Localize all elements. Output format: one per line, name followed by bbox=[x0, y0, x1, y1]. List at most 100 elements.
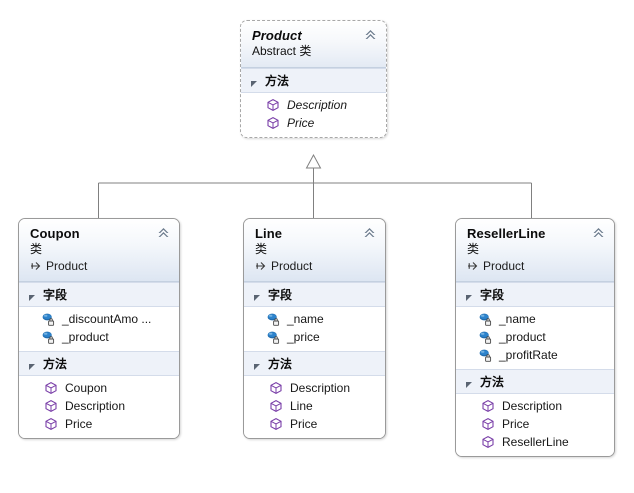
compartment-title-methods: 方法 bbox=[268, 357, 293, 371]
method-list-line: Description Line Price bbox=[244, 376, 385, 438]
method-list-coupon: Coupon Description Price bbox=[19, 376, 179, 438]
expand-triangle-icon[interactable] bbox=[28, 359, 37, 370]
compartment-header-fields-line[interactable]: 字段 bbox=[244, 282, 385, 307]
method-name: Price bbox=[287, 116, 315, 130]
compartment-title-methods: 方法 bbox=[480, 375, 505, 389]
collapse-chevron-icon[interactable] bbox=[156, 226, 171, 239]
class-box-product[interactable]: Product Abstract 类 方法 bbox=[240, 20, 387, 138]
method-name: Line bbox=[290, 399, 313, 413]
base-class-name: Product bbox=[271, 259, 313, 273]
class-box-coupon[interactable]: Coupon 类 Product bbox=[18, 218, 180, 439]
class-name-coupon: Coupon bbox=[30, 226, 80, 241]
compartment-header-fields-coupon[interactable]: 字段 bbox=[19, 282, 179, 307]
class-kind-product: Abstract 类 bbox=[252, 44, 312, 58]
method-cube-icon bbox=[481, 417, 495, 431]
class-name-line: Line bbox=[255, 226, 283, 241]
method-cube-icon bbox=[44, 399, 58, 413]
method-item[interactable]: Line bbox=[244, 397, 385, 415]
field-name: _profitRate bbox=[499, 348, 558, 362]
method-cube-icon bbox=[266, 98, 280, 112]
method-item[interactable]: Description bbox=[244, 379, 385, 397]
collapse-chevron-icon[interactable] bbox=[591, 226, 606, 239]
field-name: _product bbox=[62, 330, 109, 344]
class-header-coupon: Coupon 类 Product bbox=[19, 219, 179, 282]
base-class-row-resellerline[interactable]: Product bbox=[467, 259, 604, 273]
field-name: _product bbox=[499, 330, 546, 344]
inheritance-arrow-icon bbox=[255, 260, 267, 272]
method-name: Description bbox=[287, 98, 348, 112]
method-cube-icon bbox=[481, 435, 495, 449]
method-item[interactable]: Description bbox=[19, 397, 179, 415]
method-list-product: Description Price bbox=[241, 93, 386, 137]
method-list-resellerline: Description Price Resell bbox=[456, 394, 614, 456]
base-class-row-line[interactable]: Product bbox=[255, 259, 375, 273]
field-list-line: _name _price bbox=[244, 307, 385, 351]
method-name: Coupon bbox=[65, 381, 108, 395]
field-item[interactable]: _name bbox=[244, 310, 385, 328]
field-item[interactable]: _profitRate bbox=[456, 346, 614, 364]
method-cube-icon bbox=[269, 381, 283, 395]
collapse-chevron-icon[interactable] bbox=[362, 226, 377, 239]
compartment-header-methods-resellerline[interactable]: 方法 bbox=[456, 369, 614, 394]
method-cube-icon bbox=[481, 399, 495, 413]
method-cube-icon bbox=[266, 116, 280, 130]
base-class-row-coupon[interactable]: Product bbox=[30, 259, 169, 273]
expand-triangle-icon[interactable] bbox=[465, 290, 474, 301]
class-kind-coupon: 类 bbox=[30, 242, 43, 256]
expand-triangle-icon[interactable] bbox=[250, 76, 259, 87]
compartment-header-fields-resellerline[interactable]: 字段 bbox=[456, 282, 614, 307]
method-item[interactable]: Price bbox=[241, 114, 386, 132]
expand-triangle-icon[interactable] bbox=[253, 359, 262, 370]
field-item[interactable]: _discountAmo ... bbox=[19, 310, 179, 328]
method-name: Price bbox=[65, 417, 93, 431]
expand-triangle-icon[interactable] bbox=[465, 377, 474, 388]
method-item[interactable]: ResellerLine bbox=[456, 433, 614, 451]
compartment-title-fields: 字段 bbox=[43, 288, 68, 302]
field-lock-icon bbox=[41, 330, 55, 344]
compartment-title-methods: 方法 bbox=[265, 74, 290, 88]
field-lock-icon bbox=[478, 312, 492, 326]
compartment-title-methods: 方法 bbox=[43, 357, 68, 371]
class-box-resellerline[interactable]: ResellerLine 类 Product bbox=[455, 218, 615, 457]
method-item[interactable]: Price bbox=[456, 415, 614, 433]
field-lock-icon bbox=[478, 330, 492, 344]
field-name: _name bbox=[287, 312, 324, 326]
class-header-resellerline: ResellerLine 类 Product bbox=[456, 219, 614, 282]
method-item[interactable]: Price bbox=[19, 415, 179, 433]
field-lock-icon bbox=[266, 312, 280, 326]
method-item[interactable]: Price bbox=[244, 415, 385, 433]
expand-triangle-icon[interactable] bbox=[253, 290, 262, 301]
method-cube-icon bbox=[44, 417, 58, 431]
method-item[interactable]: Description bbox=[456, 397, 614, 415]
compartment-header-methods-coupon[interactable]: 方法 bbox=[19, 351, 179, 376]
compartment-header-methods-product[interactable]: 方法 bbox=[241, 68, 386, 93]
method-item[interactable]: Description bbox=[241, 96, 386, 114]
field-item[interactable]: _product bbox=[456, 328, 614, 346]
compartment-title-fields: 字段 bbox=[268, 288, 293, 302]
method-name: Description bbox=[502, 399, 563, 413]
expand-triangle-icon[interactable] bbox=[28, 290, 37, 301]
class-kind-line: 类 bbox=[255, 242, 268, 256]
inheritance-arrow-icon bbox=[467, 260, 479, 272]
field-name: _price bbox=[287, 330, 320, 344]
field-lock-icon bbox=[41, 312, 55, 326]
base-class-name: Product bbox=[46, 259, 88, 273]
method-name: Price bbox=[290, 417, 318, 431]
method-item[interactable]: Coupon bbox=[19, 379, 179, 397]
compartment-title-fields: 字段 bbox=[480, 288, 505, 302]
method-name: Description bbox=[290, 381, 351, 395]
field-item[interactable]: _product bbox=[19, 328, 179, 346]
field-name: _discountAmo ... bbox=[62, 312, 152, 326]
base-class-name: Product bbox=[483, 259, 525, 273]
collapse-chevron-icon[interactable] bbox=[363, 28, 378, 41]
inheritance-arrow-icon bbox=[30, 260, 42, 272]
method-name: ResellerLine bbox=[502, 435, 569, 449]
class-box-line[interactable]: Line 类 Product bbox=[243, 218, 386, 439]
class-name-product: Product bbox=[252, 28, 302, 43]
field-item[interactable]: _price bbox=[244, 328, 385, 346]
field-list-resellerline: _name _product bbox=[456, 307, 614, 369]
compartment-header-methods-line[interactable]: 方法 bbox=[244, 351, 385, 376]
class-header-line: Line 类 Product bbox=[244, 219, 385, 282]
field-item[interactable]: _name bbox=[456, 310, 614, 328]
